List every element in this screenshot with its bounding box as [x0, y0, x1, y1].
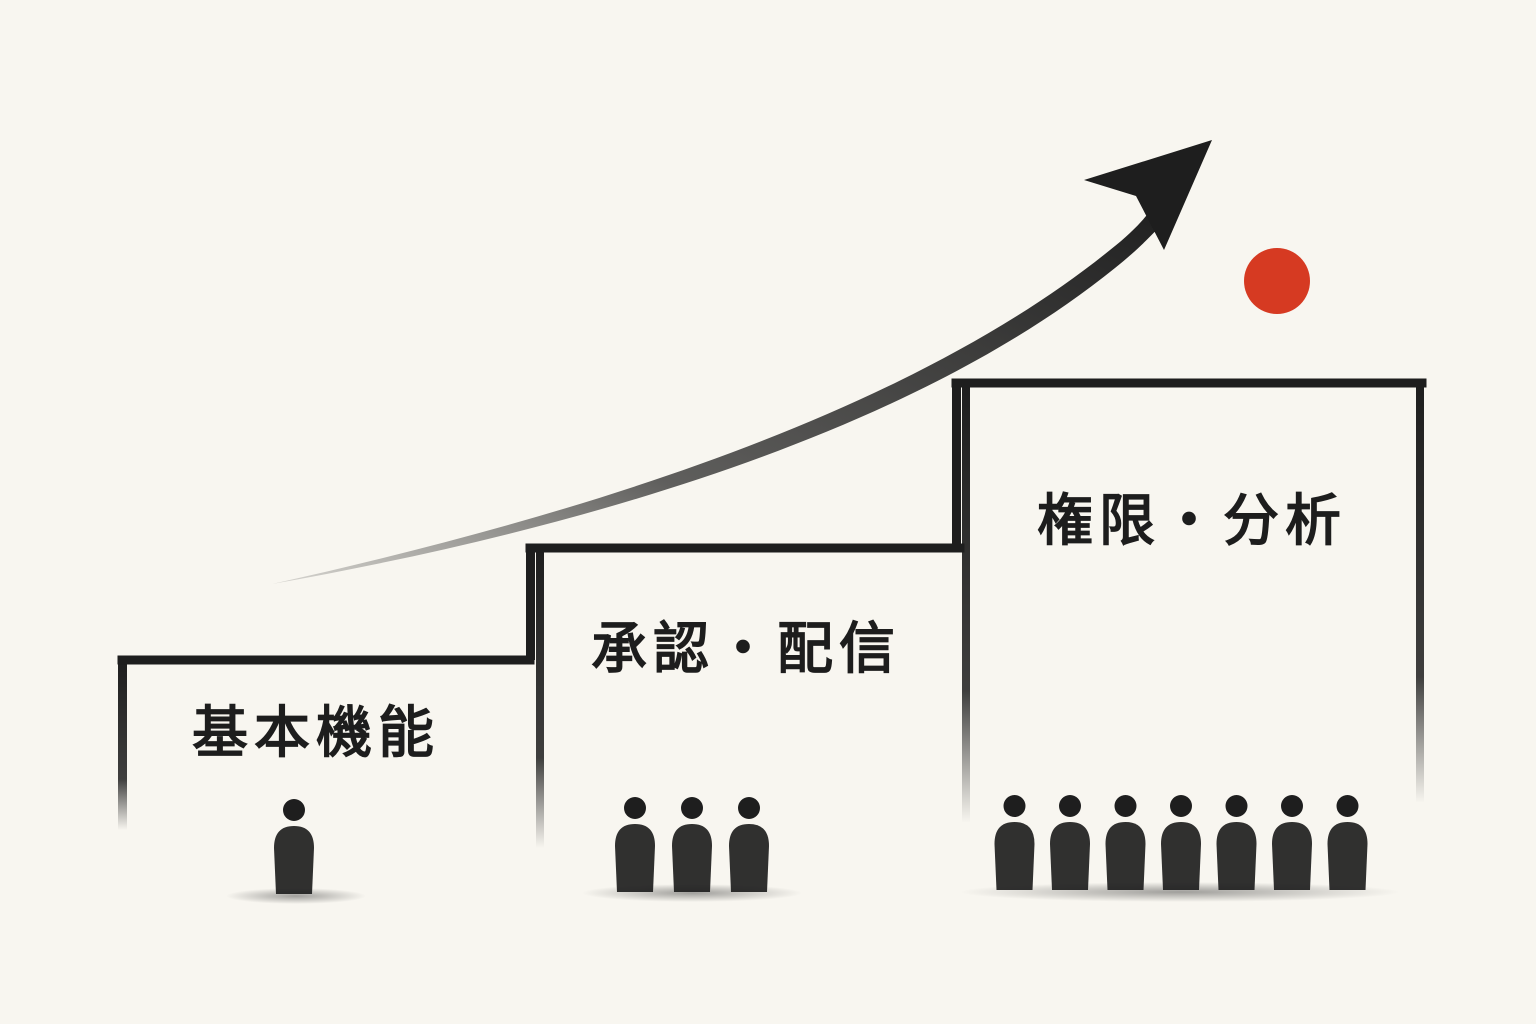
step-3-frame	[951, 378, 1427, 823]
ground-shadow-1	[226, 888, 366, 904]
step-2-frame	[525, 543, 965, 848]
person-body	[994, 822, 1035, 890]
person-head	[624, 797, 646, 819]
person-body	[1272, 822, 1312, 890]
person-body	[1050, 822, 1090, 890]
person-head	[283, 799, 305, 821]
step-label-approval: 承認・配信	[591, 616, 901, 682]
person-body	[729, 824, 769, 892]
person-body	[1327, 822, 1368, 890]
person-body	[1105, 822, 1146, 890]
step-label-basic: 基本機能	[192, 700, 440, 766]
person-icon	[1216, 795, 1257, 890]
people-layer	[274, 795, 1368, 894]
person-icon	[1327, 795, 1368, 890]
person-icon	[615, 797, 655, 892]
person-head	[1003, 795, 1026, 817]
person-body	[615, 824, 655, 892]
person-body	[672, 824, 712, 892]
person-head	[1336, 795, 1359, 817]
person-head	[1114, 795, 1137, 817]
person-head	[1225, 795, 1248, 817]
person-icon	[1161, 795, 1201, 890]
person-body	[1161, 822, 1201, 890]
person-body	[274, 826, 314, 894]
person-head	[1059, 795, 1081, 817]
person-icon	[1050, 795, 1090, 890]
person-icon	[1105, 795, 1146, 890]
step-1-frame	[117, 655, 535, 830]
person-icon	[1272, 795, 1312, 890]
person-head	[1170, 795, 1192, 817]
red-circle-icon	[1244, 248, 1310, 314]
person-head	[681, 797, 703, 819]
person-head	[738, 797, 760, 819]
person-icon	[994, 795, 1035, 890]
person-icon	[274, 799, 314, 894]
step-label-permission: 権限・分析	[1037, 488, 1347, 554]
person-icon	[672, 797, 712, 892]
person-icon	[729, 797, 769, 892]
person-head	[1281, 795, 1303, 817]
person-body	[1216, 822, 1257, 890]
rising-arrow-icon	[272, 140, 1212, 584]
